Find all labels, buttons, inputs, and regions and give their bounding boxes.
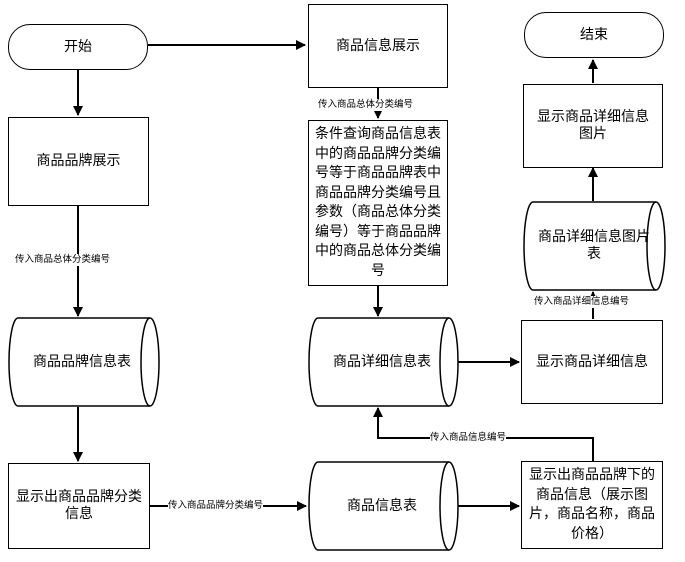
end-label: 结束 (580, 26, 608, 43)
detail-image-table: 商品详细信息图片表 (530, 202, 658, 290)
show-products-under-brand-label: 显示出商品品牌下的商品信息（展示图片，商品名称，商品价格） (529, 467, 655, 542)
show-products-under-brand-box: 显示出商品品牌下的商品信息（展示图片，商品名称，商品价格） (521, 461, 663, 549)
product-info-table-shape (308, 461, 459, 551)
detail-image-table-shape (523, 201, 666, 291)
edge-label-pass-detail-id: 传入商品详细信息编号 (534, 296, 630, 308)
product-info-display-box: 商品信息展示 (308, 4, 448, 88)
start-label: 开始 (64, 38, 92, 55)
conditional-query-box: 条件查询商品信息表中的商品品牌分类编号等于商品品牌表中商品品牌分类编号且参数（商… (308, 120, 448, 286)
show-product-detail-label: 显示商品详细信息 (536, 353, 648, 370)
product-info-display-label: 商品信息展示 (336, 37, 420, 54)
conditional-query-label: 条件查询商品信息表中的商品品牌分类编号等于商品品牌表中商品品牌分类编号且参数（商… (315, 126, 441, 279)
show-detail-image-box: 显示商品详细信息图片 (523, 84, 663, 168)
start-terminator: 开始 (8, 24, 148, 70)
brand-info-table: 商品品牌信息表 (12, 318, 152, 406)
brand-display-box: 商品品牌展示 (8, 117, 149, 206)
show-brand-category-label: 显示出商品品牌分类信息 (16, 489, 142, 522)
detail-image-table-label: 商品详细信息图片表 (538, 229, 650, 262)
product-detail-table-label: 商品详细信息表 (333, 353, 431, 370)
product-info-table: 商品信息表 (312, 462, 452, 550)
edge-label-pass-product-id: 传入商品信息编号 (430, 432, 507, 444)
product-detail-table: 商品详细信息表 (312, 318, 452, 406)
show-product-detail-box: 显示商品详细信息 (521, 320, 663, 404)
brand-info-table-shape (8, 317, 160, 407)
product-info-table-label: 商品信息表 (347, 497, 417, 514)
brand-info-table-label: 商品品牌信息表 (33, 353, 131, 370)
edge-label-pass-overall-category-left: 传入商品总体分类编号 (15, 254, 111, 266)
product-detail-table-shape (308, 317, 459, 407)
show-brand-category-box: 显示出商品品牌分类信息 (8, 463, 150, 549)
edge-label-pass-brand-category: 传入商品品牌分类编号 (168, 500, 264, 512)
end-terminator: 结束 (524, 12, 664, 58)
show-detail-image-label: 显示商品详细信息图片 (537, 109, 649, 142)
brand-display-label: 商品品牌展示 (36, 153, 121, 169)
edge-label-pass-overall-category-top: 传入商品总体分类编号 (318, 99, 414, 111)
